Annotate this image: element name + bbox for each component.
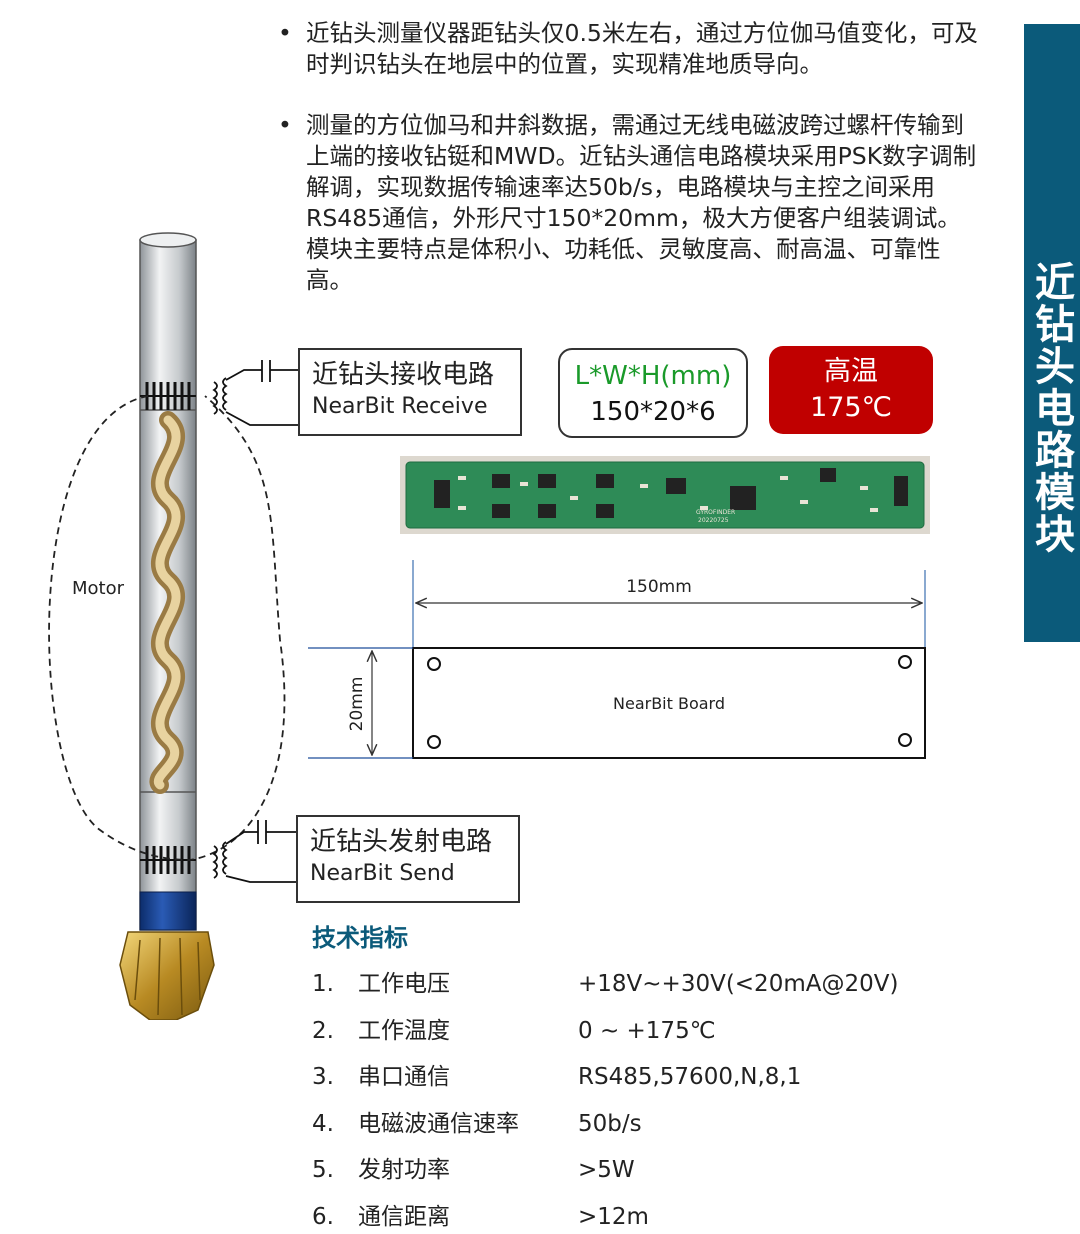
send-circuit-zh: 近钻头发射电路 bbox=[310, 827, 493, 857]
bullet-item: • 近钻头测量仪器距钻头仅0.5米左右，通过方位伽马值变化，可及时判识钻头在地层… bbox=[278, 18, 978, 80]
spec-number: 4. bbox=[312, 1111, 334, 1137]
send-coil-marks bbox=[140, 846, 196, 874]
mounting-hole bbox=[427, 735, 441, 749]
spec-name: 串口通信 bbox=[358, 1064, 450, 1090]
spec-value: 50b/s bbox=[578, 1111, 642, 1137]
drill-bit-cutters bbox=[134, 937, 201, 1016]
receive-circuit-box: 近钻头接收电路 NearBit Receive bbox=[298, 348, 522, 436]
temperature-label: 高温 bbox=[824, 356, 878, 387]
spec-value: >12m bbox=[578, 1204, 649, 1230]
motor-loop-dashed bbox=[48, 395, 286, 861]
pcb-silkscreen-date: 20220725 bbox=[698, 517, 729, 524]
send-circuit-box: 近钻头发射电路 NearBit Send bbox=[296, 815, 520, 903]
mounting-hole bbox=[898, 733, 912, 747]
pcb-board bbox=[405, 461, 925, 529]
side-title: 近钻头电路模块 bbox=[1028, 261, 1074, 555]
spec-name: 工作温度 bbox=[358, 1018, 450, 1044]
bullet-dot: • bbox=[278, 111, 292, 139]
send-transformer-icon bbox=[212, 820, 298, 883]
spec-name: 电磁波通信速率 bbox=[358, 1111, 519, 1137]
pcb-components bbox=[458, 476, 878, 512]
board-label: NearBit Board bbox=[613, 694, 725, 713]
temperature-value: 175℃ bbox=[810, 392, 892, 423]
spec-number: 2. bbox=[312, 1018, 334, 1044]
board-dimension-drawing: 150mm NearBit Board 20mm bbox=[308, 560, 926, 759]
motor-rotor-highlight bbox=[153, 415, 181, 790]
bullet-text: 测量的方位伽马和井斜数据，需通过无线电磁波跨过螺杆传输到上端的接收钻铤和MWD。… bbox=[306, 111, 977, 294]
board-outline bbox=[412, 647, 926, 759]
width-label: 20mm bbox=[347, 677, 367, 732]
bullet-item: • 测量的方位伽马和井斜数据，需通过无线电磁波跨过螺杆传输到上端的接收钻铤和MW… bbox=[278, 110, 978, 296]
spec-number: 3. bbox=[312, 1064, 334, 1090]
spec-name: 工作电压 bbox=[358, 971, 450, 997]
dimension-box: L*W*H(mm) 150*20*6 bbox=[558, 348, 748, 438]
mounting-hole bbox=[898, 655, 912, 669]
receive-transformer-icon bbox=[212, 360, 300, 426]
motor-label: Motor bbox=[72, 578, 125, 599]
send-circuit-en: NearBit Send bbox=[310, 861, 455, 886]
spec-number: 6. bbox=[312, 1204, 334, 1230]
spec-number: 5. bbox=[312, 1157, 334, 1183]
bullet-text: 近钻头测量仪器距钻头仅0.5米左右，通过方位伽马值变化，可及时判识钻头在地层中的… bbox=[306, 19, 978, 78]
spec-value: RS485,57600,N,8,1 bbox=[578, 1064, 802, 1090]
pcb-silkscreen-brand: GYROFINDER bbox=[696, 509, 735, 516]
drill-bit bbox=[119, 931, 215, 1020]
bullet-dot: • bbox=[278, 19, 292, 47]
intro-bullets: • 近钻头测量仪器距钻头仅0.5米左右，通过方位伽马值变化，可及时判识钻头在地层… bbox=[278, 18, 978, 326]
receive-coil-marks bbox=[140, 382, 196, 410]
bit-sub bbox=[139, 891, 197, 931]
pcb-chips bbox=[434, 468, 908, 518]
drill-pipe-top bbox=[139, 232, 197, 248]
side-banner: 近钻头电路模块 bbox=[1024, 24, 1080, 642]
drill-string-illustration bbox=[48, 232, 300, 1020]
length-label: 150mm bbox=[626, 577, 692, 597]
mounting-hole bbox=[427, 657, 441, 671]
dimension-label: L*W*H(mm) bbox=[574, 361, 732, 391]
spec-value: 0 ~ +175℃ bbox=[578, 1018, 716, 1044]
spec-name: 通信距离 bbox=[358, 1204, 450, 1230]
receive-circuit-en: NearBit Receive bbox=[312, 394, 488, 419]
dimension-value: 150*20*6 bbox=[590, 397, 716, 427]
temperature-box: 高温 175℃ bbox=[769, 346, 933, 434]
spec-name: 发射功率 bbox=[358, 1157, 450, 1183]
specs-title: 技术指标 bbox=[312, 924, 408, 952]
spec-value: +18V~+30V(<20mA@20V) bbox=[578, 971, 899, 997]
pcb-photo: GYROFINDER 20220725 bbox=[400, 456, 930, 534]
receive-circuit-zh: 近钻头接收电路 bbox=[312, 360, 495, 390]
spec-value: >5W bbox=[578, 1157, 635, 1183]
spec-number: 1. bbox=[312, 971, 334, 997]
